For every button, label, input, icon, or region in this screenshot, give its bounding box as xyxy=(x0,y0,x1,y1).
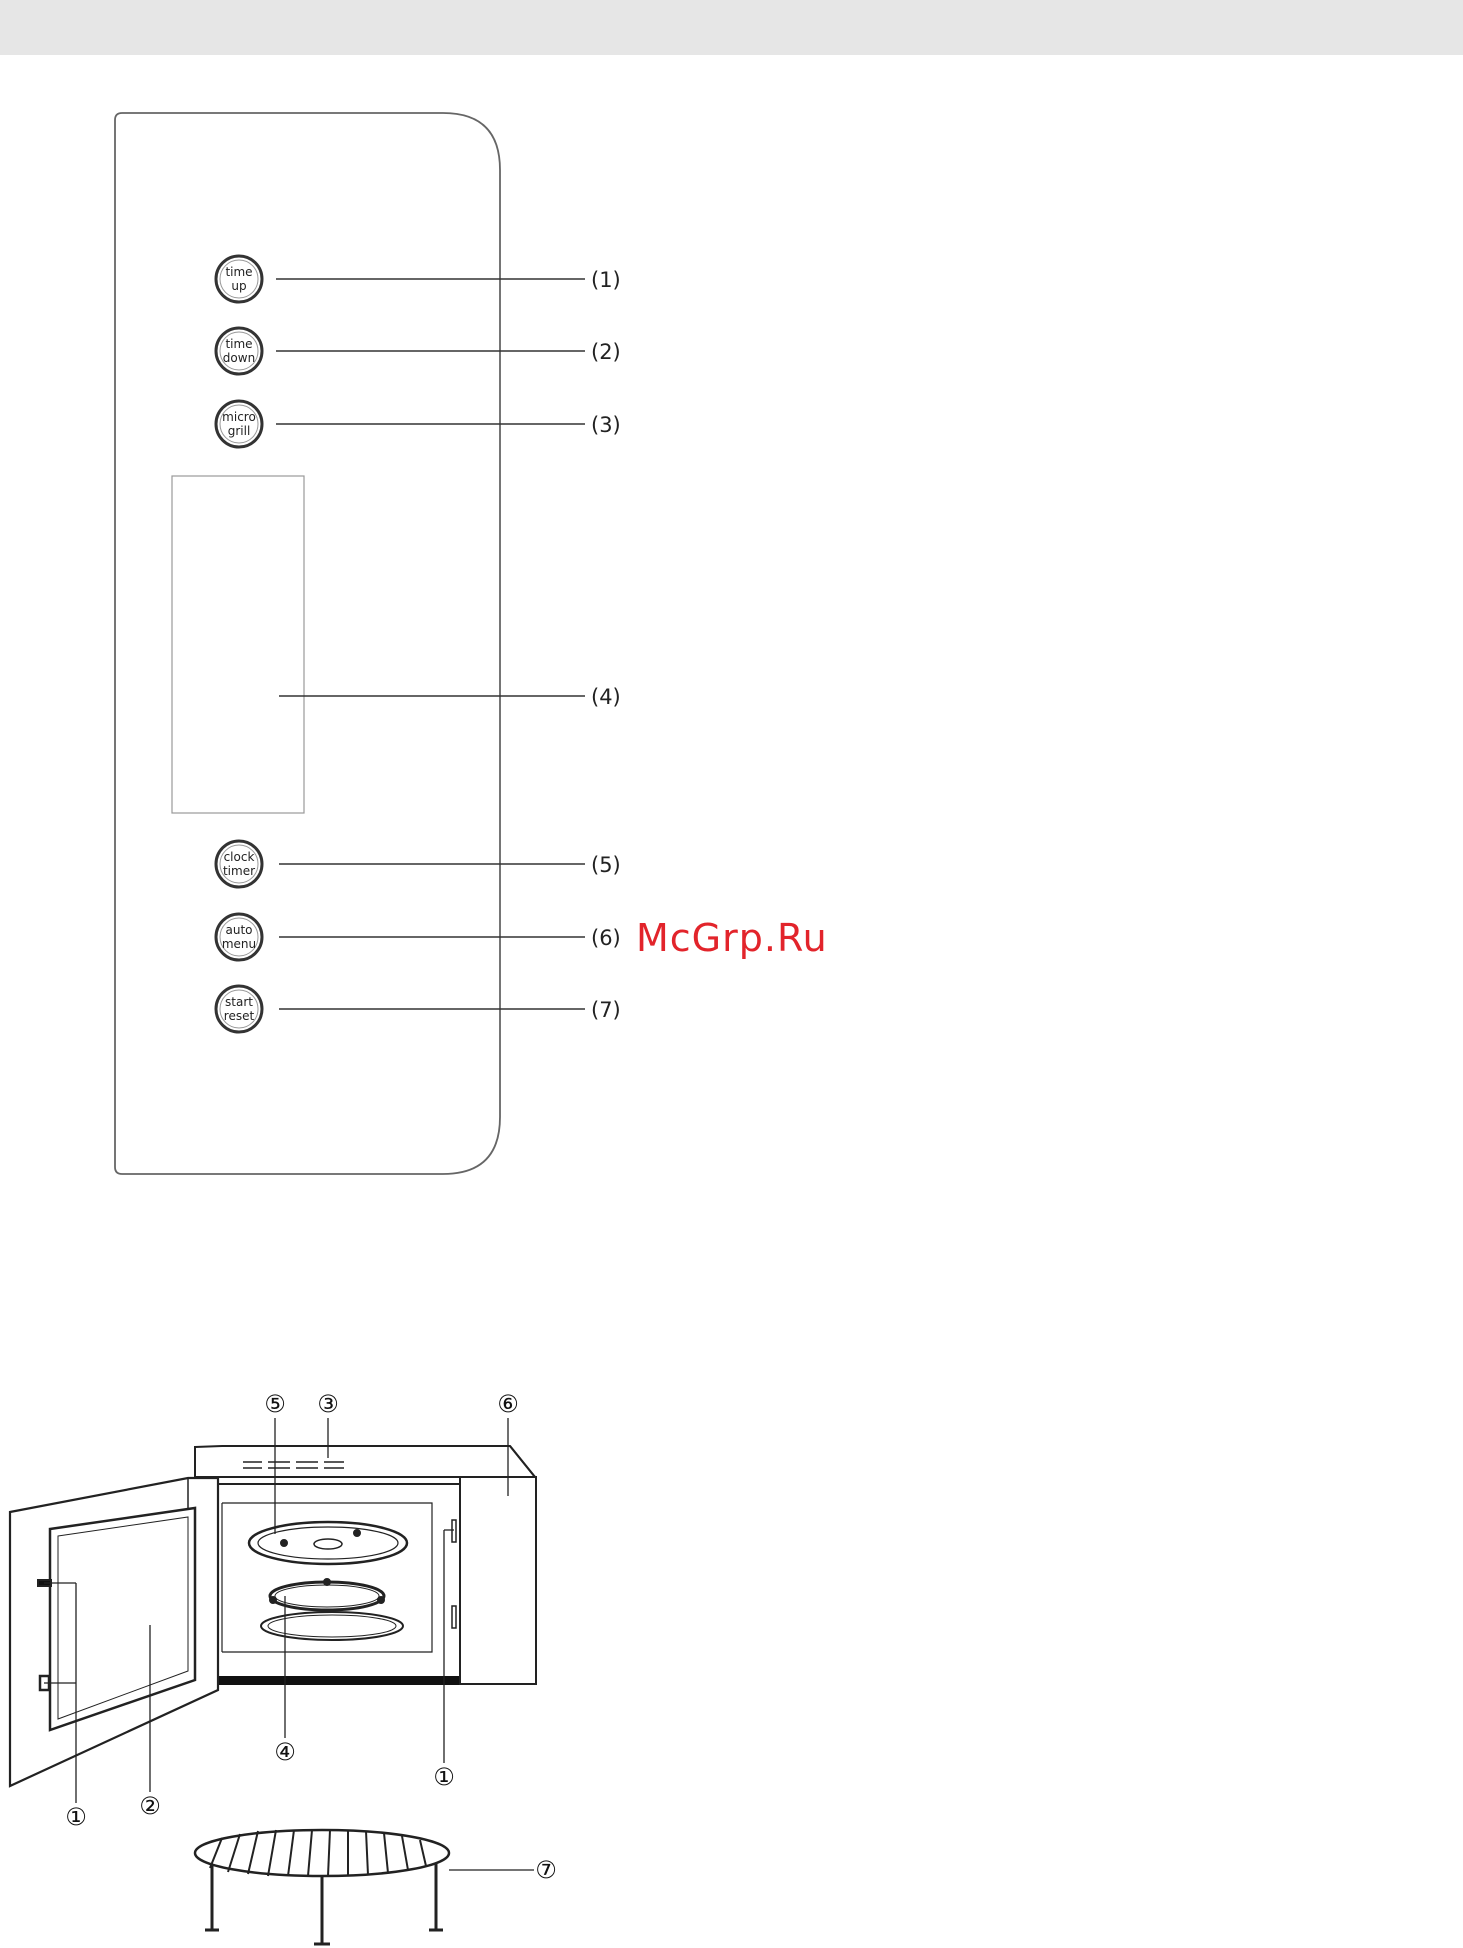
time-up-button[interactable]: time up xyxy=(216,256,262,302)
label-interlock-left: ① xyxy=(65,1803,87,1831)
micro-grill-button[interactable]: micro grill xyxy=(216,401,262,447)
callout-label-3: (3) xyxy=(591,413,621,437)
clock-timer-label-2: timer xyxy=(223,864,255,878)
callout-label-5: (5) xyxy=(591,853,621,877)
callout-label-7: (7) xyxy=(591,998,621,1022)
watermark-text: McGrp.Ru xyxy=(636,916,828,960)
label-interlock-right: ① xyxy=(433,1763,455,1791)
grill-rack xyxy=(195,1830,449,1944)
clock-timer-button[interactable]: clock timer xyxy=(216,841,262,887)
label-glass-tray: ⑤ xyxy=(264,1390,286,1418)
oven-control-side xyxy=(460,1477,536,1684)
start-reset-button[interactable]: start reset xyxy=(216,986,262,1032)
callout-label-2: (2) xyxy=(591,340,621,364)
label-waveguide-cover: ③ xyxy=(317,1390,339,1418)
micro-grill-label-2: grill xyxy=(228,424,251,438)
label-grill-rack: ⑦ xyxy=(535,1856,557,1884)
display-window xyxy=(172,476,304,813)
callout-label-4: (4) xyxy=(591,685,621,709)
time-up-label-1: time xyxy=(225,265,252,279)
time-down-label-2: down xyxy=(223,351,255,365)
oven-door xyxy=(10,1478,218,1786)
time-down-label-1: time xyxy=(225,337,252,351)
start-reset-label-1: start xyxy=(225,995,253,1009)
auto-menu-button[interactable]: auto menu xyxy=(216,914,262,960)
label-control-panel: ⑥ xyxy=(497,1390,519,1418)
glass-tray xyxy=(249,1522,407,1564)
control-panel-diagram: time up (1) time down (2) micro grill (3… xyxy=(115,113,621,1174)
oven-base-strip xyxy=(218,1676,460,1685)
time-up-label-2: up xyxy=(231,279,246,293)
auto-menu-label-1: auto xyxy=(225,923,252,937)
label-roller-ring: ④ xyxy=(274,1738,296,1766)
callout-label-6: (6) xyxy=(591,926,621,950)
label-door-window: ② xyxy=(139,1792,161,1820)
micro-grill-label-1: micro xyxy=(222,410,256,424)
time-down-button[interactable]: time down xyxy=(216,328,262,374)
start-reset-label-2: reset xyxy=(224,1009,255,1023)
clock-timer-label-1: clock xyxy=(224,850,255,864)
auto-menu-label-2: menu xyxy=(222,937,256,951)
callout-label-1: (1) xyxy=(591,268,621,292)
microwave-oven-illustration xyxy=(10,1418,536,1944)
